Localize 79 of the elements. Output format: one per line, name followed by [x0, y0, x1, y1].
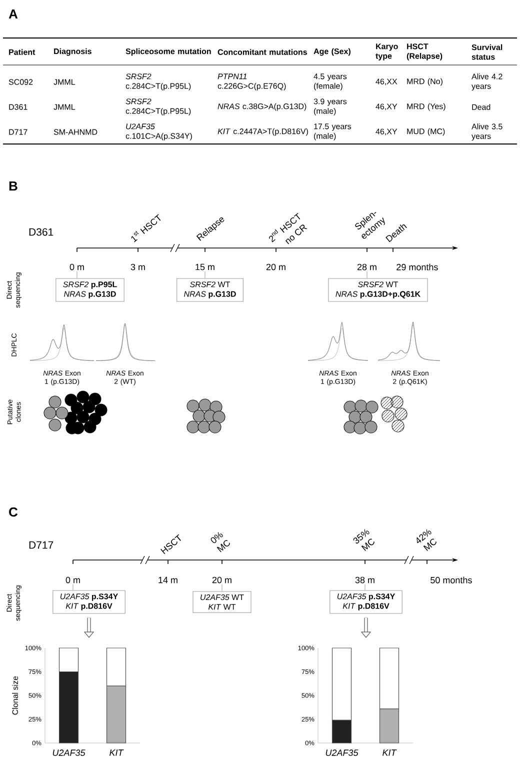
table-cell: KIT c.2447A>T(p.D816V) [218, 128, 308, 136]
column-header: Karyo type [376, 44, 398, 60]
table-cell: 3.9 years (male) [314, 98, 347, 116]
sequencing-result-box: U2AF35 p.S34Y KIT p.D816V [52, 590, 126, 614]
x-tick-label: U2AF35 [326, 750, 358, 756]
time-label: 14 m [158, 576, 178, 584]
event-label: 35% MC [353, 529, 374, 551]
sequencing-result-box: U2AF35 WT KIT WT [192, 591, 252, 613]
time-label: 3 m [130, 264, 145, 270]
bar [58, 671, 79, 744]
table-cell: Alive 3.5 years [472, 123, 502, 141]
sequencing-result-box: SRSF2 WT NRAS p.G13D+p.Q61K [328, 278, 428, 302]
table-cell: JMML [54, 79, 76, 85]
column-header: Age (Sex) [314, 48, 350, 56]
event-label: 0% MC [210, 532, 230, 552]
column-header: Diagnosis [54, 48, 92, 56]
time-label: 28 m [357, 264, 376, 270]
table-cell: 4.5 years (female) [314, 74, 347, 90]
table-cell: SRSF2 c.284C>T(p.P95L) [126, 98, 191, 116]
bar [379, 648, 400, 710]
table-cell: JMML [54, 104, 76, 110]
time-label: 29 months [396, 264, 438, 270]
bar [58, 648, 79, 672]
column-header: Patient [9, 49, 36, 55]
panel-letter: B [9, 182, 18, 190]
patient-id: D361 [29, 228, 54, 236]
column-header: Survival status [472, 44, 502, 60]
connector-line [204, 271, 206, 279]
column-header: Concomitant mutations [218, 49, 307, 55]
column-header: HSCT (Relapse) [406, 44, 442, 60]
table-cell: 17.5 years (male) [314, 124, 352, 140]
sequencing-result-box: SRSF2 p.P95L NRAS p.G13D [56, 278, 124, 302]
table-cell: D717 [9, 129, 28, 135]
x-tick-label: U2AF35 [52, 750, 86, 756]
connector-line [364, 584, 366, 591]
time-label: 0 m [66, 576, 80, 584]
column-header: Spliceosome mutation [126, 48, 211, 56]
sequencing-result-box: SRSF2 WT NRAS p.G13D [176, 278, 244, 302]
time-label: 0 m [70, 264, 84, 270]
bar [106, 648, 126, 686]
table-cell: D361 [9, 104, 28, 110]
y-axis-title: Clonal size [12, 676, 18, 715]
time-label: 15 m [196, 264, 214, 270]
table-cell: SM-AHNMD [54, 129, 98, 135]
table-cell: PTPN11 c.226G>C(p.E76Q) [218, 74, 286, 90]
event-label: 42% MC [416, 529, 436, 551]
connector-line [72, 584, 74, 591]
panel-letter: C [9, 507, 18, 517]
table-cell: Dead [472, 104, 490, 110]
table-cell: MUD (MC) [407, 128, 445, 136]
connector-line [366, 271, 368, 279]
block-arrow [84, 618, 94, 638]
table-cell: MRD (No) [407, 78, 442, 86]
x-tick-label: KIT [382, 750, 397, 756]
bar [332, 720, 352, 744]
table-cell: NRAS c.38G>A(p.G13D) [218, 103, 306, 111]
bar [379, 708, 400, 744]
sequencing-result-box: U2AF35 p.S34Y KIT p.D816V [330, 590, 402, 614]
table-cell: MRD (Yes) [407, 103, 446, 111]
bar [332, 648, 352, 721]
table-cell: Alive 4.2 years [472, 73, 502, 91]
table-cell: U2AF35 c.101C>A(p.S34Y) [126, 124, 192, 140]
panel-letter: A [8, 10, 18, 18]
block-arrow [361, 618, 371, 638]
time-label: 50 months [430, 576, 472, 584]
bar [106, 686, 126, 744]
table-cell: 46,XX [376, 78, 398, 86]
time-label: 38 m [355, 576, 374, 584]
table-cell: 46,XY [376, 128, 398, 136]
stacked-bar-chart [298, 646, 414, 756]
table-cell: SC092 [8, 79, 33, 85]
stacked-bar-chart [12, 646, 140, 756]
connector-line [76, 271, 78, 279]
x-tick-label: KIT [110, 750, 124, 756]
table-cell: SRSF2 c.284C>T(p.P95L) [126, 74, 191, 90]
patient-id: D717 [29, 541, 54, 549]
time-label: 20 m [212, 576, 232, 584]
table-cell: 46,XY [376, 104, 398, 110]
time-label: 20 m [266, 264, 286, 270]
